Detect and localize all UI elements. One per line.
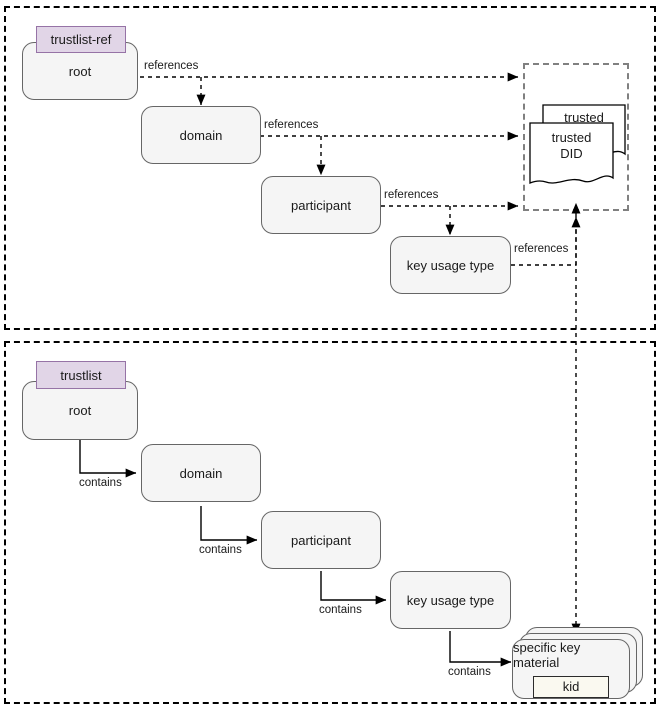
- trustlist-group: [4, 341, 656, 704]
- edge-label-root-references: references: [143, 60, 200, 73]
- tag-label: trustlist: [60, 367, 102, 383]
- node-list-domain[interactable]: domain: [141, 444, 261, 502]
- edge-label-domain-contains: contains: [198, 544, 243, 557]
- tag-trustlist: trustlist: [36, 361, 126, 389]
- node-label: key usage type: [406, 592, 495, 608]
- edge-label-root-contains: contains: [78, 477, 123, 490]
- node-label: domain: [179, 127, 223, 143]
- edge-label-keyusage-references: references: [513, 243, 570, 256]
- node-specific-key-material[interactable]: specific key material kid: [512, 639, 630, 699]
- kid-field[interactable]: kid: [533, 676, 609, 698]
- node-list-key-usage-type[interactable]: key usage type: [390, 571, 511, 629]
- edge-label-participant-contains: contains: [318, 604, 363, 617]
- node-list-participant[interactable]: participant: [261, 511, 381, 569]
- node-label: key usage type: [406, 257, 495, 273]
- node-label: root: [68, 63, 92, 79]
- tag-label: trustlist-ref: [50, 32, 112, 47]
- trusted-back-document-label: trusted: [564, 110, 604, 125]
- node-trustlist-root[interactable]: root: [22, 381, 138, 440]
- node-label: root: [68, 403, 92, 418]
- tag-trustlist-ref: trustlist-ref: [36, 26, 126, 53]
- edge-label-domain-references: references: [263, 119, 320, 132]
- edge-label-participant-references: references: [383, 189, 440, 202]
- trustlist-ref-group: [4, 6, 656, 330]
- node-label: domain: [179, 465, 223, 481]
- trusted-did-document-label: trusted DID: [551, 130, 592, 161]
- node-ref-participant[interactable]: participant: [261, 176, 381, 234]
- kid-label: kid: [562, 679, 580, 694]
- node-label: specific key material: [513, 640, 581, 670]
- node-label: participant: [291, 532, 351, 548]
- edge-label-keyusage-contains: contains: [447, 666, 492, 679]
- node-label: participant: [291, 197, 351, 213]
- node-ref-domain[interactable]: domain: [141, 106, 261, 164]
- node-ref-key-usage-type[interactable]: key usage type: [390, 236, 511, 294]
